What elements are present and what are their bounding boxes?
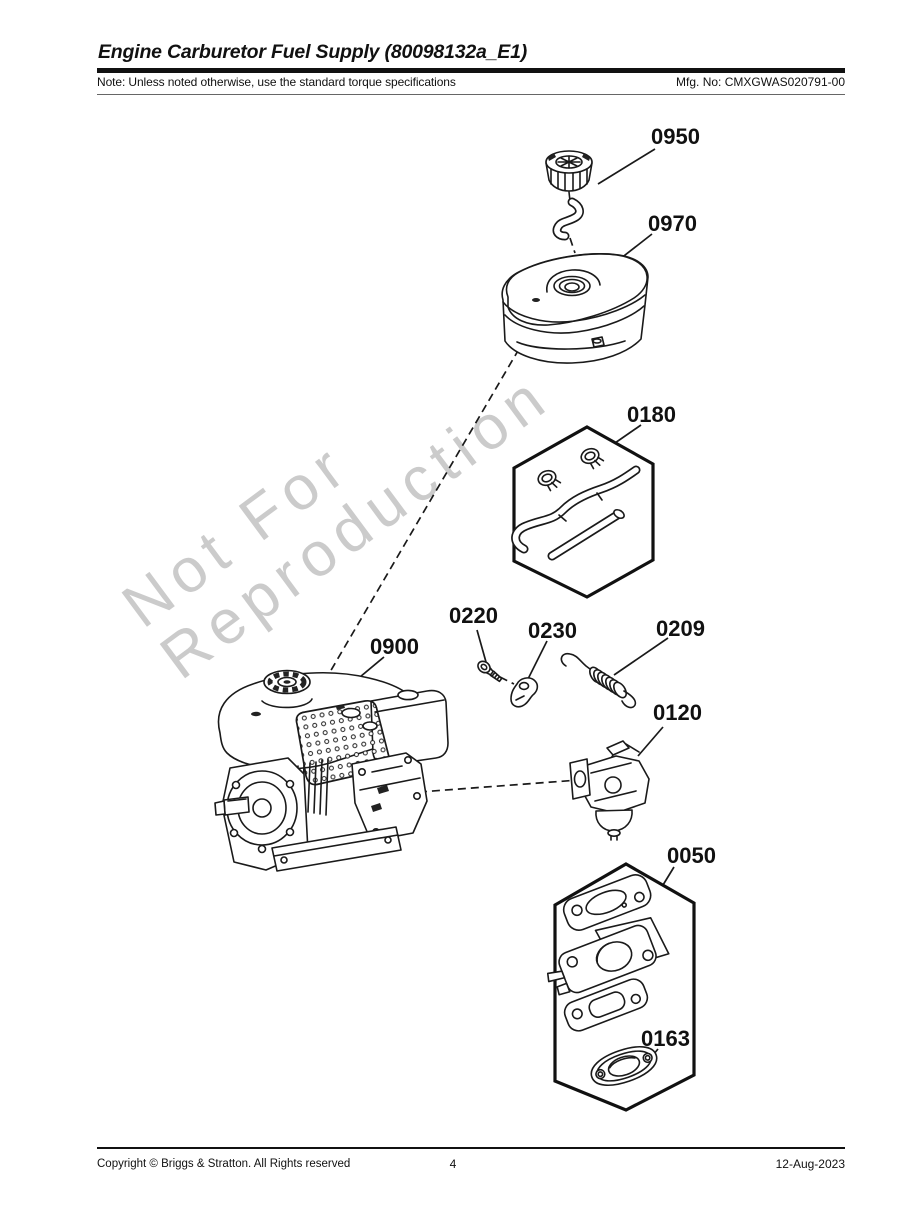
header-rule xyxy=(97,94,845,95)
heat-shield-gasket-drawing xyxy=(590,1046,658,1086)
leader-lines xyxy=(347,148,675,1062)
callout-0230-bracket: 0230 xyxy=(528,618,577,643)
page-title: Engine Carburetor Fuel Supply (80098132a… xyxy=(98,41,528,63)
torque-note: Note: Unless noted otherwise, use the st… xyxy=(97,75,456,89)
page-number: 4 xyxy=(449,1157,457,1171)
hose-kit-box xyxy=(511,425,655,599)
fuel-hose-drawing xyxy=(511,465,641,554)
title-rule xyxy=(97,68,845,73)
callout-0180-hose-kit: 0180 xyxy=(627,402,676,427)
footer-rule xyxy=(97,1147,845,1149)
carb-gasket-drawing xyxy=(562,873,652,931)
fuel-tank-drawing xyxy=(501,253,649,364)
callout-0970-fuel-tank: 0970 xyxy=(648,211,697,236)
callout-0900-engine: 0900 xyxy=(370,634,419,659)
intake-gasket-drawing xyxy=(563,978,649,1032)
spacer-drawing xyxy=(546,917,670,996)
callout-0163-gasket: 0163 xyxy=(641,1026,690,1051)
gasket-set-box xyxy=(546,862,696,1112)
fuel-cap-drawing xyxy=(545,150,593,192)
fuel-tube-drawing xyxy=(547,508,625,561)
hose-clamp-drawing xyxy=(580,447,605,470)
engine-drawing xyxy=(214,669,449,872)
copyright-text: Copyright © Briggs & Stratton. All Right… xyxy=(97,1158,351,1170)
spring-drawing xyxy=(560,652,637,709)
footer-date: 12-Aug-2023 xyxy=(775,1157,845,1171)
cap-retainer-drawing xyxy=(552,197,584,241)
callout-0050-gasket-set: 0050 xyxy=(667,843,716,868)
carburetor-drawing xyxy=(569,740,650,841)
callout-0120-carburetor: 0120 xyxy=(653,700,702,725)
screw-drawing xyxy=(477,660,503,683)
mfg-number: Mfg. No: CMXGWAS020791-00 xyxy=(676,75,845,89)
callout-0220-screw: 0220 xyxy=(449,603,498,628)
callout-0950-fuel-cap: 0950 xyxy=(651,124,700,149)
hose-clamp-drawing xyxy=(537,469,562,492)
bracket-drawing xyxy=(510,677,539,708)
callout-0209-spring: 0209 xyxy=(656,616,705,641)
